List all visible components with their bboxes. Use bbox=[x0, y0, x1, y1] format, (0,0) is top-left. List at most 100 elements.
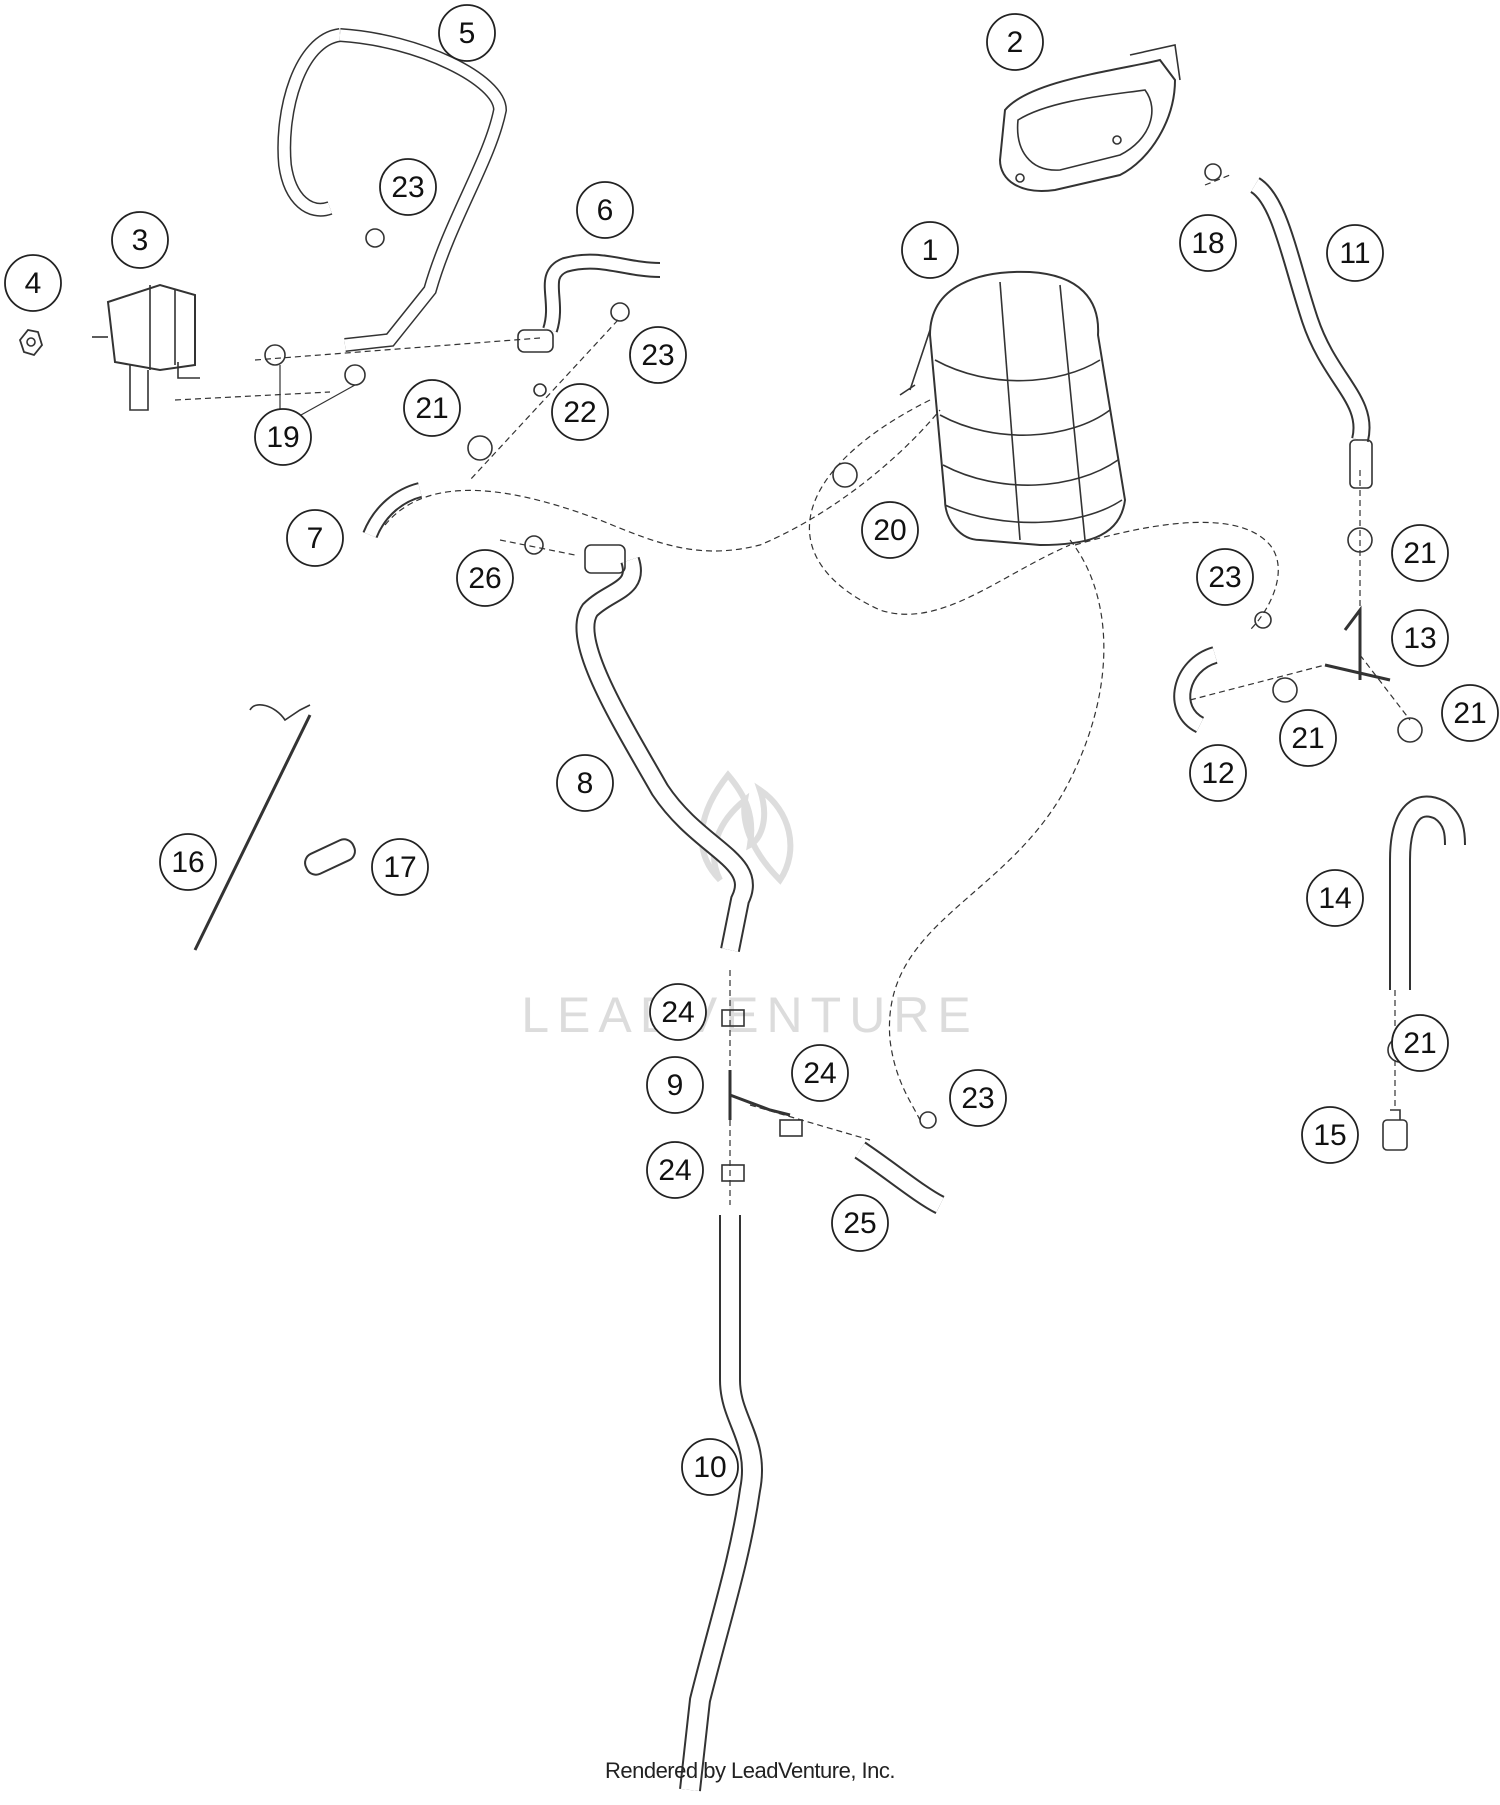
callout-circle bbox=[1196, 548, 1254, 606]
valve-part bbox=[92, 283, 200, 411]
callout-circle bbox=[681, 1438, 739, 1496]
callout-23: 23 bbox=[379, 158, 437, 216]
callout-label: 24 bbox=[661, 996, 694, 1029]
callout-21: 21 bbox=[1391, 524, 1449, 582]
callout-circle bbox=[456, 549, 514, 607]
routing-lines bbox=[174, 174, 1411, 1205]
callout-label: 18 bbox=[1191, 227, 1224, 260]
hose-14-part bbox=[1389, 795, 1466, 990]
callout-13: 13 bbox=[1391, 609, 1449, 667]
callout-circle bbox=[646, 1141, 704, 1199]
callout-label: 23 bbox=[641, 339, 674, 372]
callout-14: 14 bbox=[1306, 869, 1364, 927]
routing-line-canister-loop bbox=[808, 399, 1071, 615]
callout-circle bbox=[1441, 684, 1499, 742]
callout-6: 6 bbox=[576, 181, 634, 239]
fitting-13-part bbox=[1324, 605, 1391, 682]
callout-label: 3 bbox=[132, 224, 149, 257]
callout-16: 16 bbox=[159, 833, 217, 891]
hose-6-part bbox=[517, 253, 661, 353]
watermark-text: LEADVENTURE bbox=[521, 987, 979, 1043]
callout-26: 26 bbox=[456, 549, 514, 607]
callout-22: 22 bbox=[551, 383, 609, 441]
callout-label: 13 bbox=[1403, 622, 1436, 655]
callout-circle bbox=[629, 326, 687, 384]
callout-label: 23 bbox=[391, 171, 424, 204]
routing-line-canister-to-25 bbox=[888, 539, 1105, 1121]
hose-25-part bbox=[854, 1141, 945, 1214]
callout-label: 1 bbox=[922, 234, 939, 267]
hose-7-part bbox=[362, 482, 423, 539]
callout-4: 4 bbox=[4, 254, 62, 312]
callout-circle bbox=[159, 833, 217, 891]
callout-10: 10 bbox=[681, 1438, 739, 1496]
callout-label: 21 bbox=[1403, 1027, 1436, 1060]
routing-line-26 bbox=[499, 539, 576, 556]
callout-circle bbox=[1391, 524, 1449, 582]
callout-label: 24 bbox=[803, 1057, 836, 1090]
callout-circle bbox=[576, 181, 634, 239]
footer-credit: Rendered by LeadVenture, Inc. bbox=[604, 1758, 896, 1783]
tee-part bbox=[728, 1070, 791, 1120]
callout-label: 26 bbox=[468, 562, 501, 595]
callout-circle bbox=[1326, 224, 1384, 282]
grommet-17-part bbox=[304, 838, 356, 876]
parts-artwork bbox=[18, 28, 1466, 1792]
routing-line-18 bbox=[1204, 174, 1231, 186]
callout-label: 2 bbox=[1007, 26, 1024, 59]
callout-20: 20 bbox=[861, 501, 919, 559]
callout-circle bbox=[1391, 609, 1449, 667]
callout-circle bbox=[1279, 709, 1337, 767]
callout-circle bbox=[4, 254, 62, 312]
callout-21: 21 bbox=[403, 379, 461, 437]
hose-8-part bbox=[575, 544, 754, 952]
callout-circle bbox=[949, 1069, 1007, 1127]
callout-11: 11 bbox=[1326, 224, 1384, 282]
callout-label: 12 bbox=[1201, 757, 1234, 790]
callout-label: 8 bbox=[577, 767, 594, 800]
callout-label: 15 bbox=[1313, 1119, 1346, 1152]
callout-circle bbox=[649, 983, 707, 1041]
callout-24: 24 bbox=[649, 983, 707, 1041]
callout-1: 1 bbox=[901, 221, 959, 279]
hose-5-part bbox=[277, 28, 508, 352]
hose-12-part bbox=[1173, 646, 1219, 734]
callout-circle bbox=[403, 379, 461, 437]
callout-label: 14 bbox=[1318, 882, 1351, 915]
callout-label: 10 bbox=[693, 1451, 726, 1484]
callout-circle bbox=[379, 158, 437, 216]
routing-line-6-to-7 bbox=[469, 319, 619, 481]
callout-9: 9 bbox=[646, 1056, 704, 1114]
callout-label: 9 bbox=[667, 1069, 684, 1102]
callout-21: 21 bbox=[1441, 684, 1499, 742]
callout-label: 11 bbox=[1339, 237, 1370, 270]
callout-circle bbox=[438, 4, 496, 62]
callout-label: 17 bbox=[383, 851, 416, 884]
callout-label: 24 bbox=[658, 1154, 691, 1187]
callout-25: 25 bbox=[831, 1194, 889, 1252]
callout-label: 4 bbox=[25, 267, 42, 300]
callout-24: 24 bbox=[791, 1044, 849, 1102]
callout-label: 5 bbox=[459, 17, 476, 50]
callout-label: 23 bbox=[961, 1082, 994, 1115]
hose-10-part bbox=[679, 1215, 763, 1792]
callout-7: 7 bbox=[286, 509, 344, 567]
callout-24: 24 bbox=[646, 1141, 704, 1199]
callout-21: 21 bbox=[1279, 709, 1337, 767]
callout-circle bbox=[1391, 1014, 1449, 1072]
callout-3: 3 bbox=[111, 211, 169, 269]
tie-16-part bbox=[193, 704, 312, 951]
callout-circle bbox=[646, 1056, 704, 1114]
callout-5: 5 bbox=[438, 4, 496, 62]
callout-label: 21 bbox=[1403, 537, 1436, 570]
callout-circle bbox=[254, 408, 312, 466]
callout-23: 23 bbox=[1196, 548, 1254, 606]
callout-circle bbox=[986, 13, 1044, 71]
leader-lines-19 bbox=[279, 365, 356, 421]
callout-circle bbox=[791, 1044, 849, 1102]
callout-circle bbox=[861, 501, 919, 559]
routing-line-3-lower bbox=[174, 391, 331, 401]
callout-label: 23 bbox=[1208, 561, 1241, 594]
